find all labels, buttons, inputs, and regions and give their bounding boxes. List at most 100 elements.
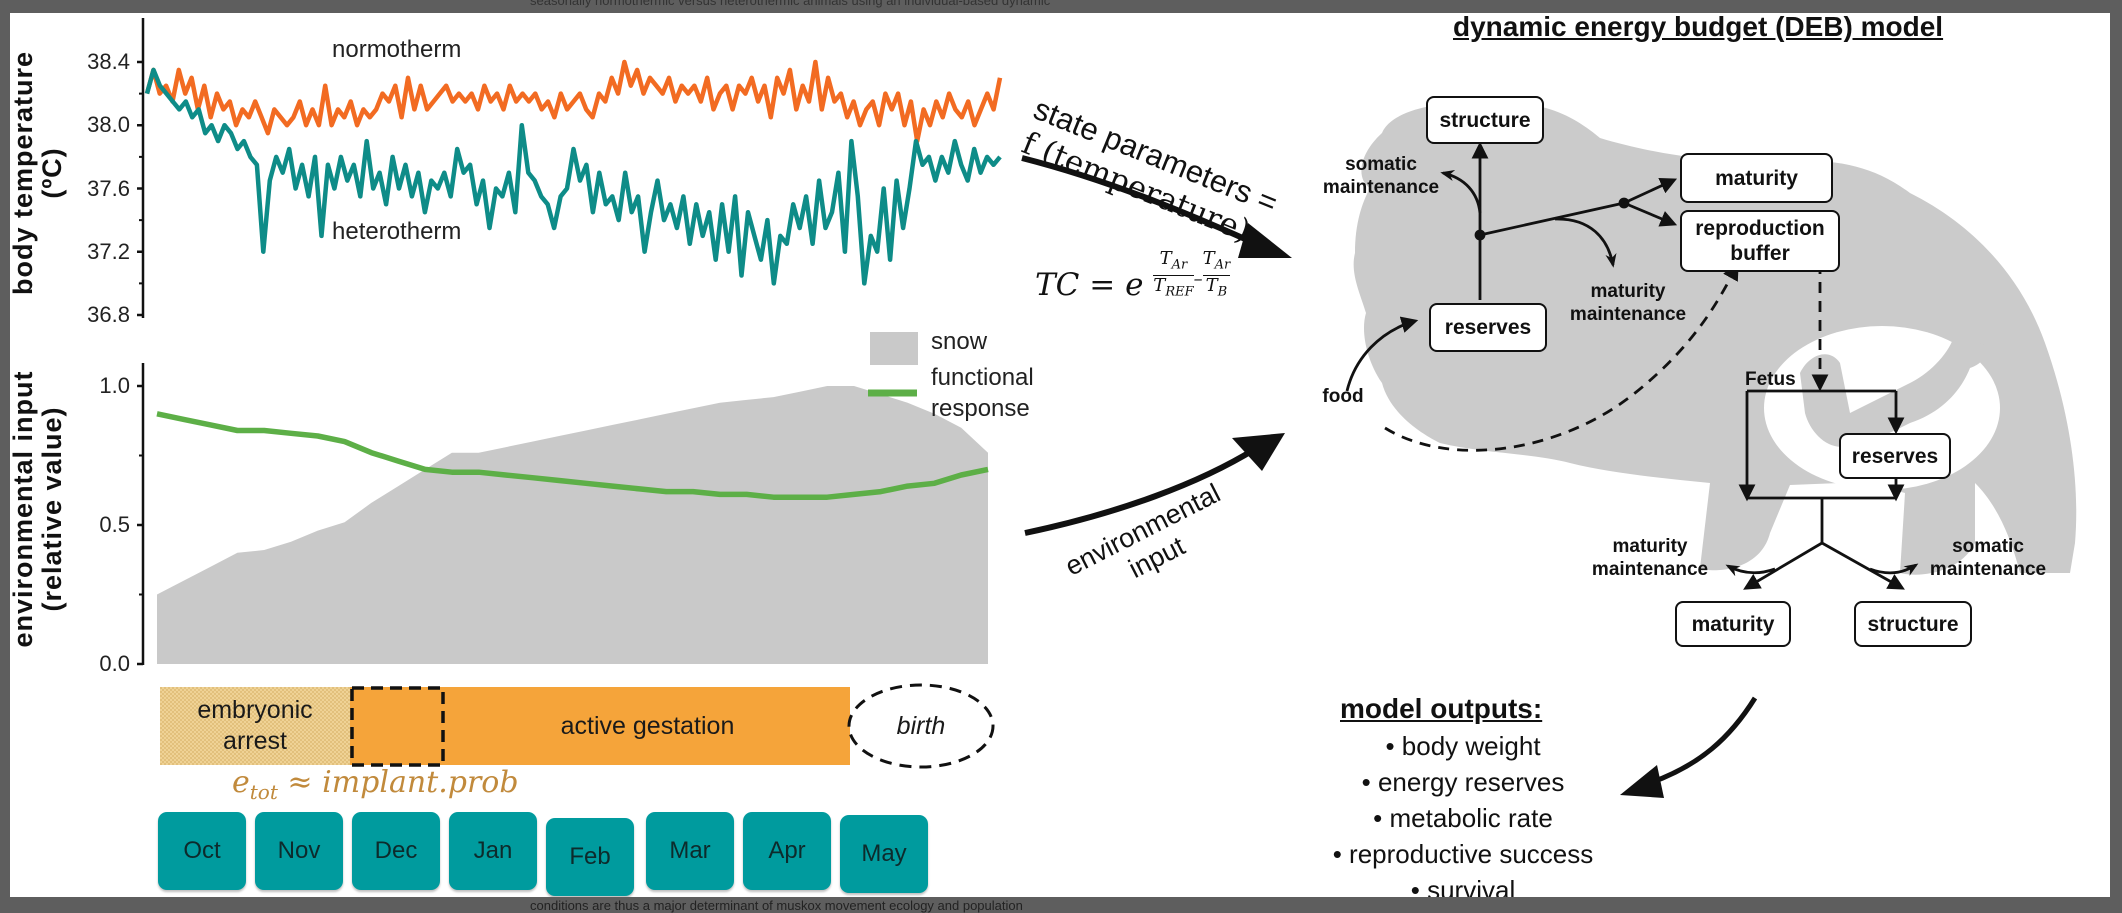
mother-somatic-maintenance-label: somatic maintenance [1316, 153, 1446, 199]
legend-snow-label: snow [931, 328, 988, 355]
legend-fr-label: functional response [931, 362, 1034, 424]
model-output-text: body weight [1401, 731, 1541, 761]
gestation-timeline [160, 683, 995, 769]
month-mar: Mar [646, 812, 734, 890]
normotherm-series [144, 59, 1003, 144]
repro-line2: buffer [1730, 242, 1790, 265]
food-label: food [1322, 386, 1364, 407]
temp-y-tick-label: 36.8 [87, 302, 130, 327]
mat-maint-line1: maturity [1590, 281, 1666, 302]
bullet-icon: • [1385, 731, 1402, 761]
tc-num2: T [1202, 248, 1215, 269]
month-apr: Apr [743, 812, 831, 890]
model-output-item: • metabolic rate [1263, 803, 1663, 834]
active-gestation-label: active gestation [560, 712, 735, 740]
temperature-chart [137, 18, 1003, 318]
birth-label: birth [896, 712, 946, 740]
active-gestation-block [445, 687, 850, 765]
temperature-to-deb-arrowhead [1238, 223, 1292, 258]
temp-ylabel-line1: body temperature [10, 50, 38, 296]
model-output-item: • energy reserves [1263, 767, 1663, 798]
temp-y-tick-label: 37.6 [87, 175, 130, 201]
env-y-tick-label: 0.5 [99, 512, 130, 537]
stem-to-structure [1821, 541, 1905, 590]
implant-sub: tot [249, 780, 278, 804]
tc-num1: T [1159, 248, 1172, 269]
mother-structure-box: structure [1426, 96, 1544, 144]
model-output-text: reproductive success [1349, 839, 1594, 869]
env-y-tick-label: 0.0 [99, 651, 130, 676]
clipped-caption-top: seasonally normothermic versus heterothe… [530, 0, 1051, 8]
tc-den2-sub: B [1217, 284, 1228, 300]
stem-to-maturity [1743, 541, 1823, 590]
maturity-maintenance-flow [1554, 217, 1617, 268]
somatic-maintenance-flow [1440, 170, 1482, 214]
embryonic-line1: embryonic [197, 696, 313, 724]
temp-y-tick-label: 38.0 [87, 112, 130, 138]
fetus-mat-maint-line2: maintenance [1591, 559, 1709, 580]
bullet-icon: • [1361, 767, 1378, 797]
tc-formula: TC = e TAr TREF – TAr TB [1035, 248, 1231, 303]
model-output-item: • body weight [1263, 731, 1663, 762]
env-y-ticks [137, 384, 143, 666]
month-may: May [840, 815, 928, 893]
fetus-label: Fetus [1745, 369, 1796, 390]
food-to-repro-dashed [1384, 263, 1739, 452]
implantation-block [350, 687, 445, 765]
month-jan: Jan [449, 812, 537, 890]
tc-frac2: TAr TB [1202, 248, 1231, 301]
model-output-item: • reproductive success [1263, 839, 1663, 870]
legend-fr-line2: response [931, 395, 1030, 422]
functional-response-series [156, 411, 989, 500]
env-y-axis-title: environmental input (relative value) [10, 319, 67, 699]
deb-title: dynamic energy budget (DEB) model [1453, 13, 1944, 42]
tc-num2-sub: Ar [1214, 257, 1231, 273]
split-to-repro [1623, 201, 1678, 227]
fetus-reserves-box: reserves [1839, 433, 1951, 479]
fetus-structure-box: structure [1854, 601, 1972, 647]
month-nov: Nov [255, 812, 343, 890]
split-to-maturity [1623, 177, 1678, 205]
fetus-maturity-box: maturity [1675, 601, 1791, 647]
legend-fr-line1: functional [931, 364, 1034, 391]
environment-chart [137, 332, 989, 666]
environment-to-deb-arrow [1024, 446, 1257, 536]
mother-reproduction-buffer-box: reproduction buffer [1680, 210, 1840, 272]
normotherm-label: normotherm [332, 36, 462, 63]
temp-ylabel-line2: (ºC) [37, 147, 67, 199]
model-output-text: energy reserves [1377, 767, 1565, 797]
env-y-tick-label: 1.0 [99, 373, 130, 398]
model-output-item: • survival [1263, 875, 1663, 897]
tc-exponent: TAr TREF – TAr TB [1153, 248, 1231, 301]
somatic-line2: maintenance [1322, 177, 1440, 198]
implantation-window-dashed [350, 686, 445, 767]
birth-ellipse [847, 683, 995, 769]
temp-y-axis-title: body temperature (ºC) [10, 13, 67, 353]
tc-frac1: TAr TREF [1153, 248, 1194, 301]
tc-den2: T [1205, 274, 1218, 296]
bullet-icon: • [1332, 839, 1350, 869]
tc-minus: – [1193, 268, 1203, 290]
branch-to-split [1479, 201, 1625, 237]
bullet-icon: • [1410, 875, 1428, 897]
fetus-somatic-maintenance-label: somatic maintenance [1918, 535, 2058, 581]
deb-mother-flows [1345, 141, 1829, 452]
tc-lhs: TC = e [1035, 267, 1144, 303]
mat-maint-line2: maintenance [1569, 304, 1687, 325]
temp-y-tick-label: 38.4 [87, 49, 130, 74]
env-ylabel-line1: environmental input [10, 370, 38, 648]
heterotherm-series [144, 67, 1002, 286]
flow-arrows [1021, 155, 1758, 798]
embryonic-arrest-block [160, 687, 350, 765]
fetus-maturity-maintenance-label: maturity maintenance [1580, 535, 1720, 581]
mother-reserves-box: reserves [1429, 303, 1547, 352]
fetus-somatic-maintenance-flow [1869, 563, 1919, 576]
heterotherm-label: heterotherm [332, 218, 462, 245]
month-oct: Oct [158, 812, 246, 890]
clipped-caption-bottom: conditions are thus a major determinant … [530, 898, 1023, 913]
deb-to-outputs-arrow [1649, 696, 1758, 786]
environment-to-deb-arrowhead [1232, 433, 1285, 471]
mother-maturity-maintenance-label: maturity maintenance [1558, 280, 1698, 326]
embryonic-line2: arrest [223, 727, 287, 755]
